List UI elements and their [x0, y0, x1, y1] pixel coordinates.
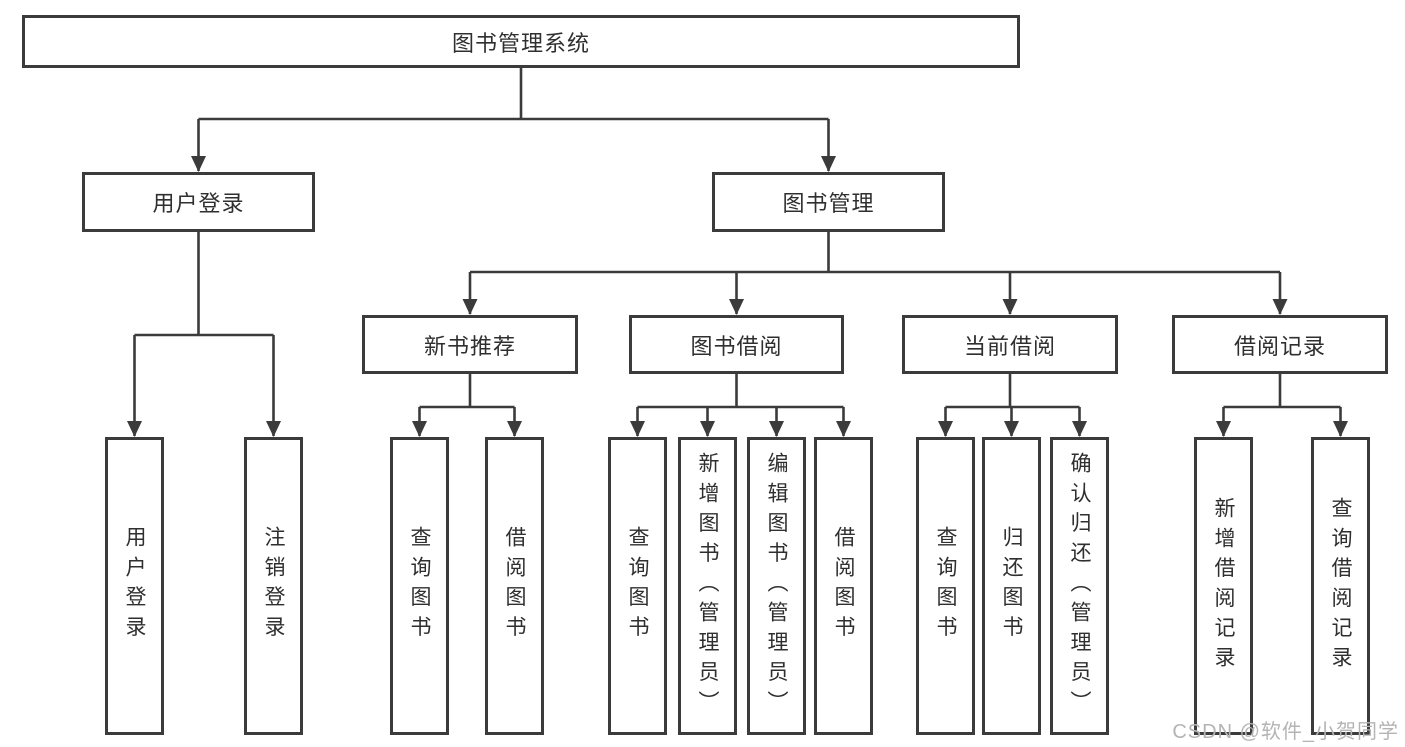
leaf-label: 归还图书	[1000, 526, 1023, 646]
leaf-label: 查询图书	[408, 526, 431, 646]
leaf-borrow-query-books: 查询图书	[608, 437, 667, 735]
leaf-label: 借阅图书	[503, 526, 526, 646]
node-borrow-records: 借阅记录	[1172, 315, 1388, 374]
leaf-current-confirm-return-admin: 确认归还（管理员）	[1050, 437, 1109, 735]
leaf-label: 用户登录	[123, 526, 146, 646]
leaf-current-query-books: 查询图书	[916, 437, 975, 735]
leaf-label: 编辑图书（管理员）	[765, 451, 788, 721]
leaf-label: 查询图书	[626, 526, 649, 646]
leaf-logout: 注销登录	[244, 437, 303, 735]
node-book-management: 图书管理	[712, 172, 945, 232]
node-new-book-recommend: 新书推荐	[362, 315, 578, 374]
leaf-label: 注销登录	[262, 526, 285, 646]
leaf-current-return-books: 归还图书	[982, 437, 1041, 735]
leaf-borrow-add-books-admin: 新增图书（管理员）	[678, 437, 737, 735]
leaf-user-login: 用户登录	[105, 437, 164, 735]
node-library-management-system: 图书管理系统	[22, 15, 1020, 68]
csdn-watermark: CSDN @软件_小贺同学	[1172, 721, 1399, 743]
leaf-borrow-borrow-books: 借阅图书	[814, 437, 873, 735]
leaf-label: 借阅图书	[832, 526, 855, 646]
leaf-label: 查询图书	[934, 526, 957, 646]
leaf-label: 查询借阅记录	[1329, 496, 1352, 676]
leaf-records-add-record: 新增借阅记录	[1194, 437, 1253, 735]
leaf-label: 新增图书（管理员）	[696, 451, 719, 721]
leaf-label: 确认归还（管理员）	[1068, 451, 1091, 721]
leaf-label: 新增借阅记录	[1212, 496, 1235, 676]
node-current-borrow: 当前借阅	[902, 315, 1118, 374]
leaf-newbooks-query-books: 查询图书	[390, 437, 449, 735]
node-user-login: 用户登录	[82, 172, 315, 232]
node-book-borrow: 图书借阅	[629, 315, 844, 374]
leaf-borrow-edit-books-admin: 编辑图书（管理员）	[747, 437, 806, 735]
leaf-records-query-record: 查询借阅记录	[1311, 437, 1370, 735]
leaf-newbooks-borrow-books: 借阅图书	[485, 437, 544, 735]
